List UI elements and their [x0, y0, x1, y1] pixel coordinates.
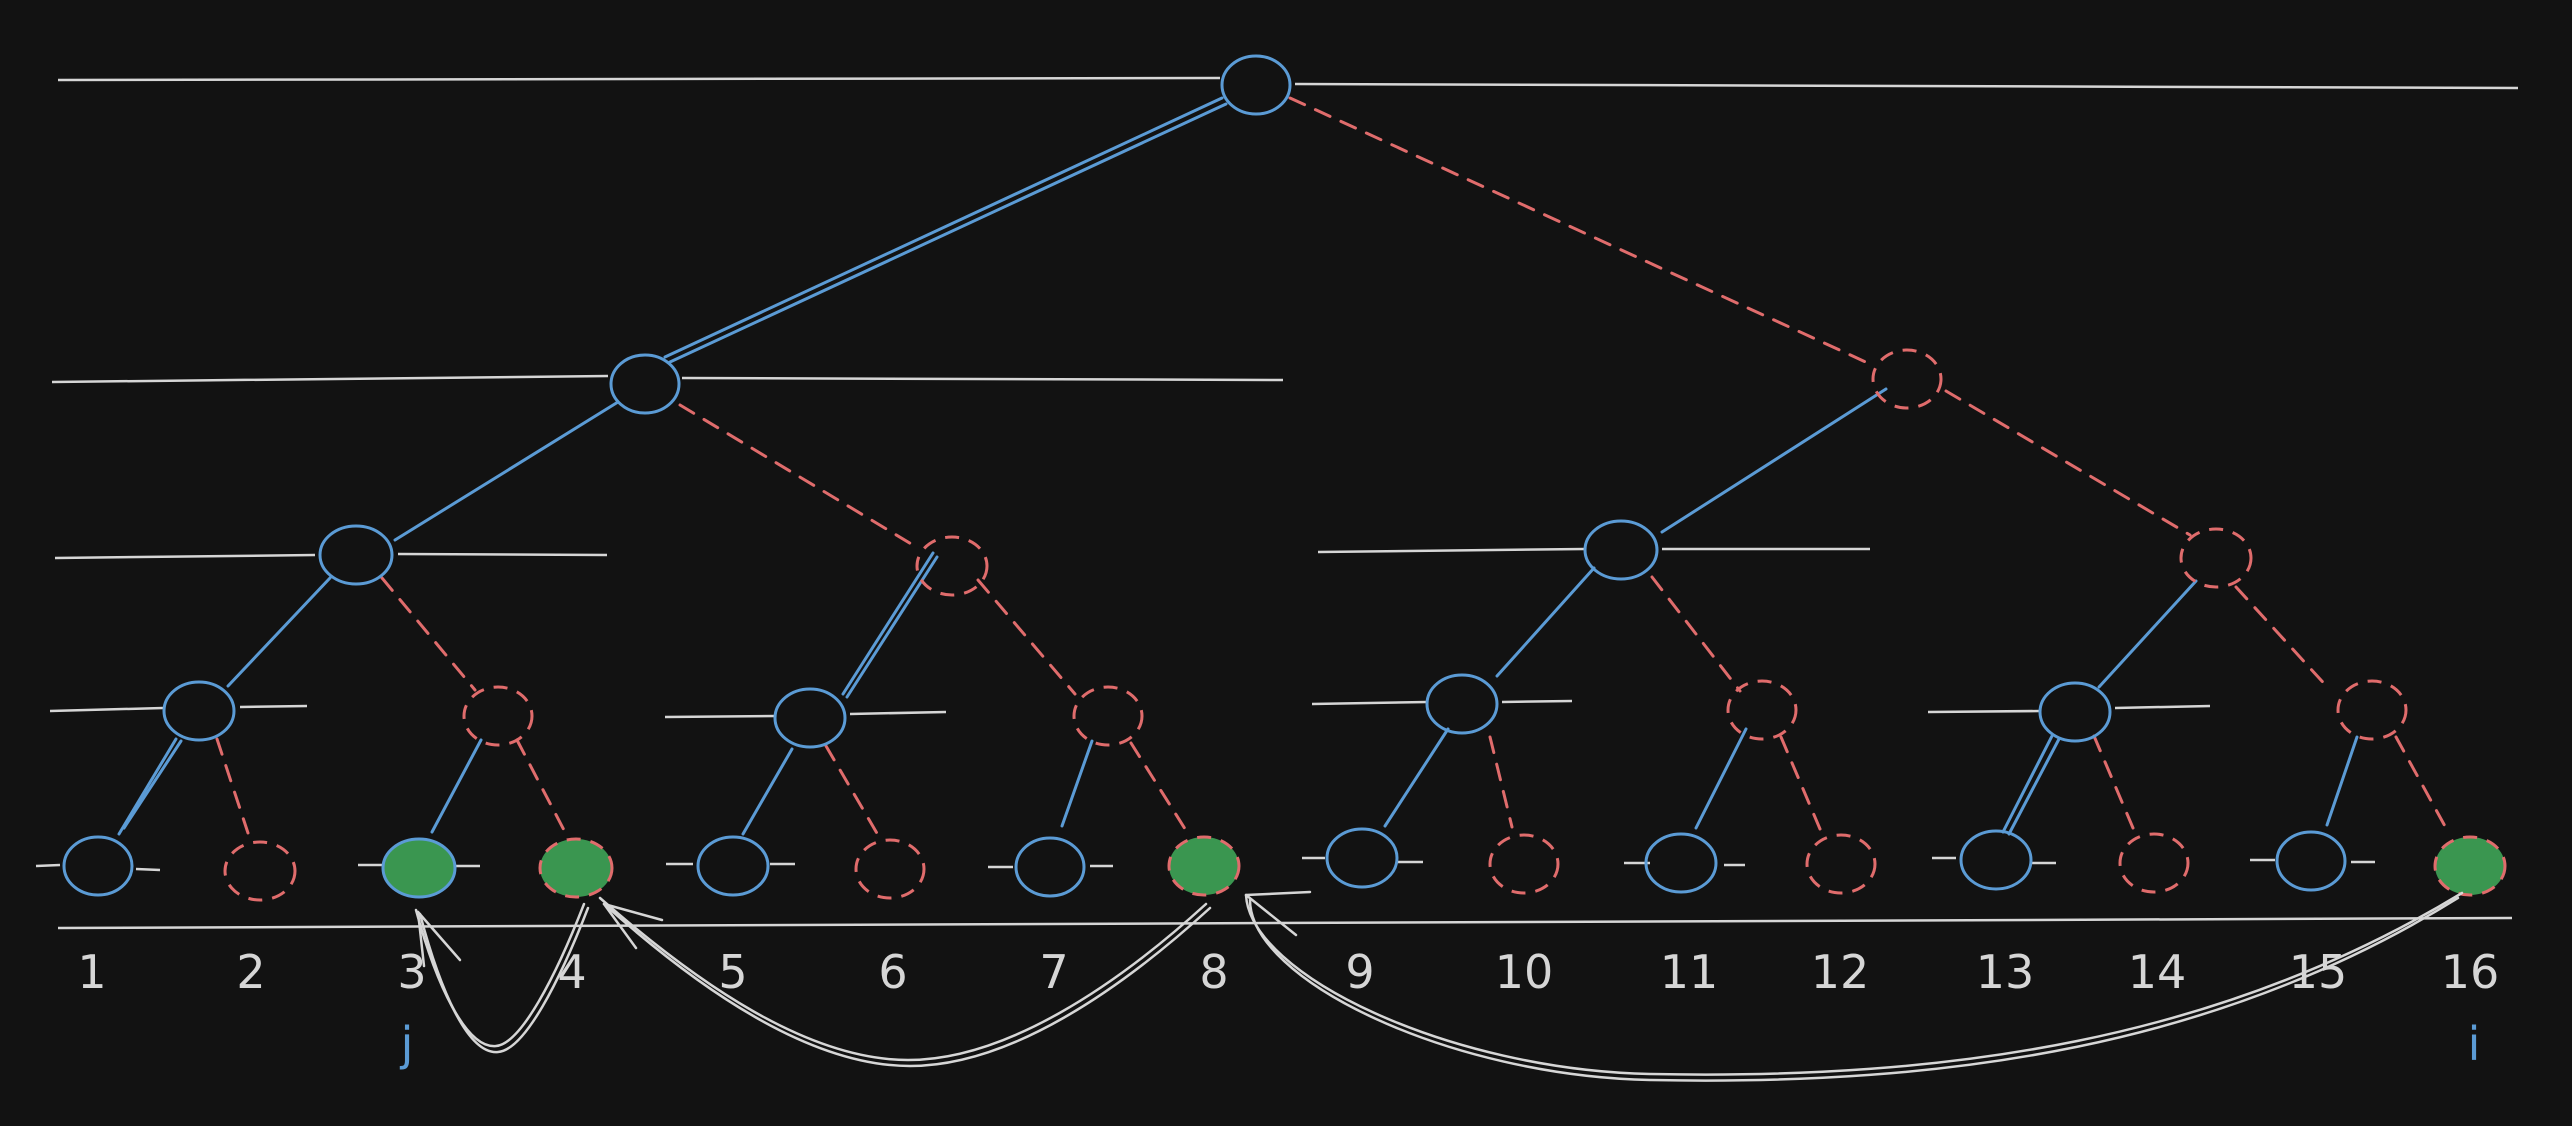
guide-lines — [35, 76, 2519, 930]
leaf-6 — [854, 838, 926, 900]
arrow-4-to-3 — [414, 902, 590, 1054]
guide-line-level-2-left — [54, 552, 608, 560]
guide-line-level-1 — [51, 374, 1284, 384]
leaf-13 — [1959, 829, 2033, 891]
leaf-7 — [1014, 836, 1086, 898]
right-edges — [215, 96, 2448, 837]
nodes — [62, 54, 2507, 902]
node-1-2 — [162, 680, 236, 742]
leaf-index-label: 5 — [718, 945, 747, 999]
leaf-10 — [1488, 833, 1560, 895]
guide-line-level-2-right — [1317, 547, 1870, 554]
leaf-index-label: 10 — [1495, 945, 1554, 999]
leaf-index-label: 1 — [77, 945, 106, 999]
leaf-11 — [1644, 832, 1718, 894]
leaf-4-highlighted — [538, 837, 614, 899]
leaf-index-label: 16 — [2441, 945, 2500, 999]
leaf-16-highlighted — [2433, 835, 2507, 897]
leaf-1 — [62, 835, 134, 897]
guide-line-level-4 — [35, 856, 2375, 872]
traversal-arrows — [414, 890, 2464, 1082]
leaf-2 — [223, 840, 297, 902]
node-7-8 — [1072, 685, 1144, 747]
leaf-12 — [1805, 833, 1877, 895]
leaf-index-label: 2 — [236, 945, 265, 999]
node-15-16 — [2336, 679, 2408, 741]
leaf-index-label: 11 — [1660, 945, 1719, 999]
leaf-index-label: 9 — [1345, 945, 1374, 999]
leaf-index-label: 8 — [1199, 945, 1228, 999]
node-3-4 — [462, 685, 534, 747]
node-1-4 — [318, 524, 394, 586]
left-edges — [117, 96, 2359, 836]
leaf-9 — [1325, 827, 1399, 889]
leaf-index-label: 12 — [1811, 945, 1870, 999]
guide-line-level-0 — [57, 76, 2519, 90]
leaf-index-label: 3 — [397, 945, 426, 999]
leaf-5 — [696, 835, 770, 897]
node-11-12 — [1726, 679, 1798, 741]
node-5-6 — [773, 687, 847, 749]
arrow-16-to-8 — [1244, 890, 2464, 1082]
leaf-3-highlighted — [381, 837, 457, 899]
node-13-16 — [2179, 527, 2253, 589]
node-1-8 — [609, 353, 681, 415]
pointer-j: j — [400, 1017, 414, 1071]
leaf-index-label: 15 — [2289, 945, 2348, 999]
leaf-index-label: 6 — [878, 945, 907, 999]
arrow-8-to-4 — [598, 896, 1212, 1068]
guide-line-level-3 — [49, 699, 2211, 719]
leaf-index-label: 4 — [557, 945, 586, 999]
leaf-15 — [2275, 830, 2347, 892]
node-9-10 — [1425, 673, 1499, 735]
node-root — [1220, 54, 1292, 116]
node-5-8 — [915, 535, 989, 597]
leaf-8-highlighted — [1167, 835, 1241, 897]
node-13-14 — [2038, 681, 2112, 743]
pointer-i: i — [2468, 1017, 2481, 1071]
leaf-index-label: 13 — [1976, 945, 2035, 999]
node-9-16 — [1871, 348, 1943, 410]
leaf-index-label: 14 — [2128, 945, 2187, 999]
node-9-12 — [1583, 519, 1659, 581]
leaf-index-label: 7 — [1039, 945, 1068, 999]
leaf-14 — [2118, 832, 2190, 894]
